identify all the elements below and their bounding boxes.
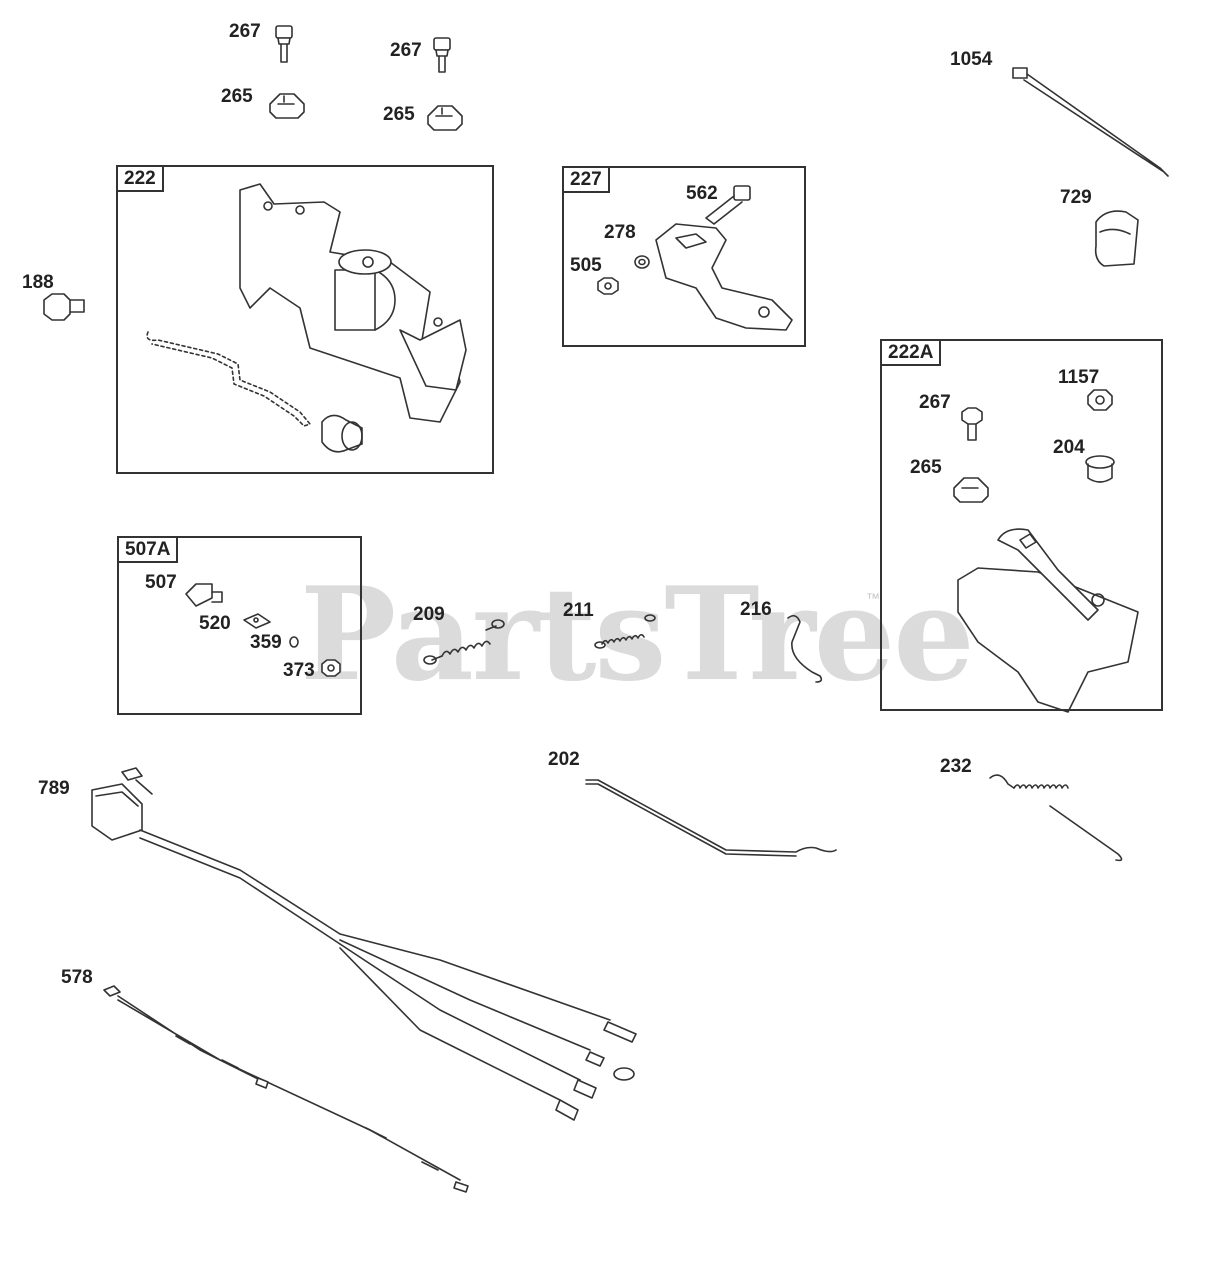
box-227: 227 — [562, 166, 806, 347]
part-label-578: 578 — [61, 967, 93, 988]
part-label-265: 265 — [221, 86, 253, 107]
plate-520 — [243, 613, 271, 629]
part-label-278: 278 — [604, 222, 636, 243]
part-label-202: 202 — [548, 749, 580, 770]
part-label-1054: 1054 — [950, 49, 993, 70]
spring-211 — [594, 614, 656, 649]
screw-188 — [43, 293, 85, 321]
bushing-204 — [1085, 455, 1115, 483]
spring-209 — [423, 619, 505, 665]
box-222: 222 — [116, 165, 494, 474]
part-label-359: 359 — [250, 632, 282, 653]
bolt-562 — [705, 185, 751, 225]
control-plate-222a — [957, 528, 1139, 713]
knob-222 — [321, 414, 363, 453]
box-222a: 222A — [880, 339, 1163, 711]
wire-harness-789 — [91, 767, 637, 1121]
box-222a-label: 222A — [880, 339, 942, 366]
part-label-188: 188 — [22, 272, 54, 293]
box-507a-label: 507A — [117, 536, 179, 563]
part-label-265: 265 — [910, 457, 942, 478]
hook-216 — [787, 614, 823, 683]
link-rod-222 — [146, 331, 311, 427]
part-label-520: 520 — [199, 613, 231, 634]
nut-1157 — [1087, 389, 1113, 411]
boot-729 — [1094, 210, 1139, 267]
part-label-232: 232 — [940, 756, 972, 777]
clip-265-a — [269, 93, 305, 119]
part-label-216: 216 — [740, 599, 772, 620]
bolt-267-a — [275, 25, 293, 63]
part-label-373: 373 — [283, 660, 315, 681]
solenoid-bracket-222 — [239, 183, 467, 423]
wire-578 — [103, 985, 469, 1193]
part-label-267: 267 — [919, 392, 951, 413]
part-label-204: 204 — [1053, 437, 1085, 458]
part-label-267: 267 — [390, 40, 422, 61]
throttle-bracket-227 — [655, 223, 793, 331]
part-label-211: 211 — [563, 600, 594, 621]
bolt-267-222a — [961, 407, 983, 441]
trademark-symbol: ™ — [866, 590, 880, 606]
part-label-729: 729 — [1060, 187, 1092, 208]
part-label-265: 265 — [383, 104, 415, 125]
bolt-267-b — [433, 37, 451, 73]
rod-202 — [585, 779, 837, 857]
switch-507 — [185, 583, 223, 607]
box-507a: 507A — [117, 536, 362, 715]
part-label-267: 267 — [229, 21, 261, 42]
clip-265-222a — [953, 477, 989, 503]
box-222-label: 222 — [116, 165, 164, 192]
part-label-209: 209 — [413, 604, 445, 625]
washer-359 — [289, 636, 299, 648]
box-227-label: 227 — [562, 166, 610, 193]
cable-tie-1054 — [1012, 67, 1169, 177]
nut-373 — [321, 659, 341, 677]
part-label-1157: 1157 — [1058, 367, 1100, 388]
part-label-789: 789 — [38, 778, 70, 799]
nut-505 — [597, 277, 619, 295]
part-label-505: 505 — [570, 255, 602, 276]
clip-265-b — [427, 105, 463, 131]
washer-278 — [634, 255, 650, 269]
spring-232 — [989, 774, 1123, 862]
part-label-562: 562 — [686, 183, 718, 204]
part-label-507: 507 — [145, 572, 177, 593]
